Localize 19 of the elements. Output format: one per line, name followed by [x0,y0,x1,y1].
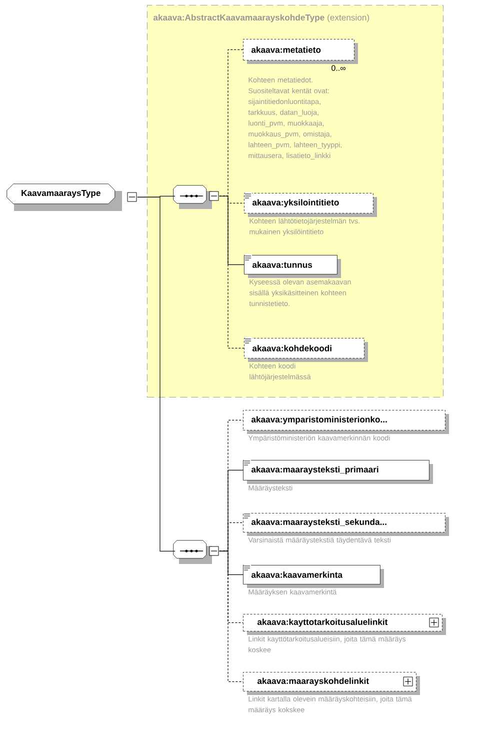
cardinality-label: 0..∞ [332,65,346,71]
element-box: akaava:kayttotarkoitusaluelinkit [243,614,446,635]
connector-line [219,550,244,682]
connector-line [219,550,244,575]
sequence-compositor [173,185,219,209]
connector-line [137,196,176,552]
connector-line [219,196,244,265]
element-box: akaava:kaavamerkinta [243,565,384,588]
element-box: akaava:maaraysteksti_sekunda... [243,513,449,536]
type-box: KaavamaaraysType [6,184,137,211]
element-box: akaava:maarayskohdelinkit [243,672,420,695]
element-box: akaava:ymparistoministerionko... [243,410,449,434]
element-box: akaava:metatieto [243,39,358,64]
element-box: akaava:kohdekoodi [244,338,368,362]
connector-line [219,196,244,348]
element-box: akaava:yksilointitieto [244,193,377,217]
sequence-compositor [173,540,219,564]
element-box: akaava:tunnus [244,255,341,278]
element-box: akaava:maaraysteksti_primaari [243,460,433,484]
